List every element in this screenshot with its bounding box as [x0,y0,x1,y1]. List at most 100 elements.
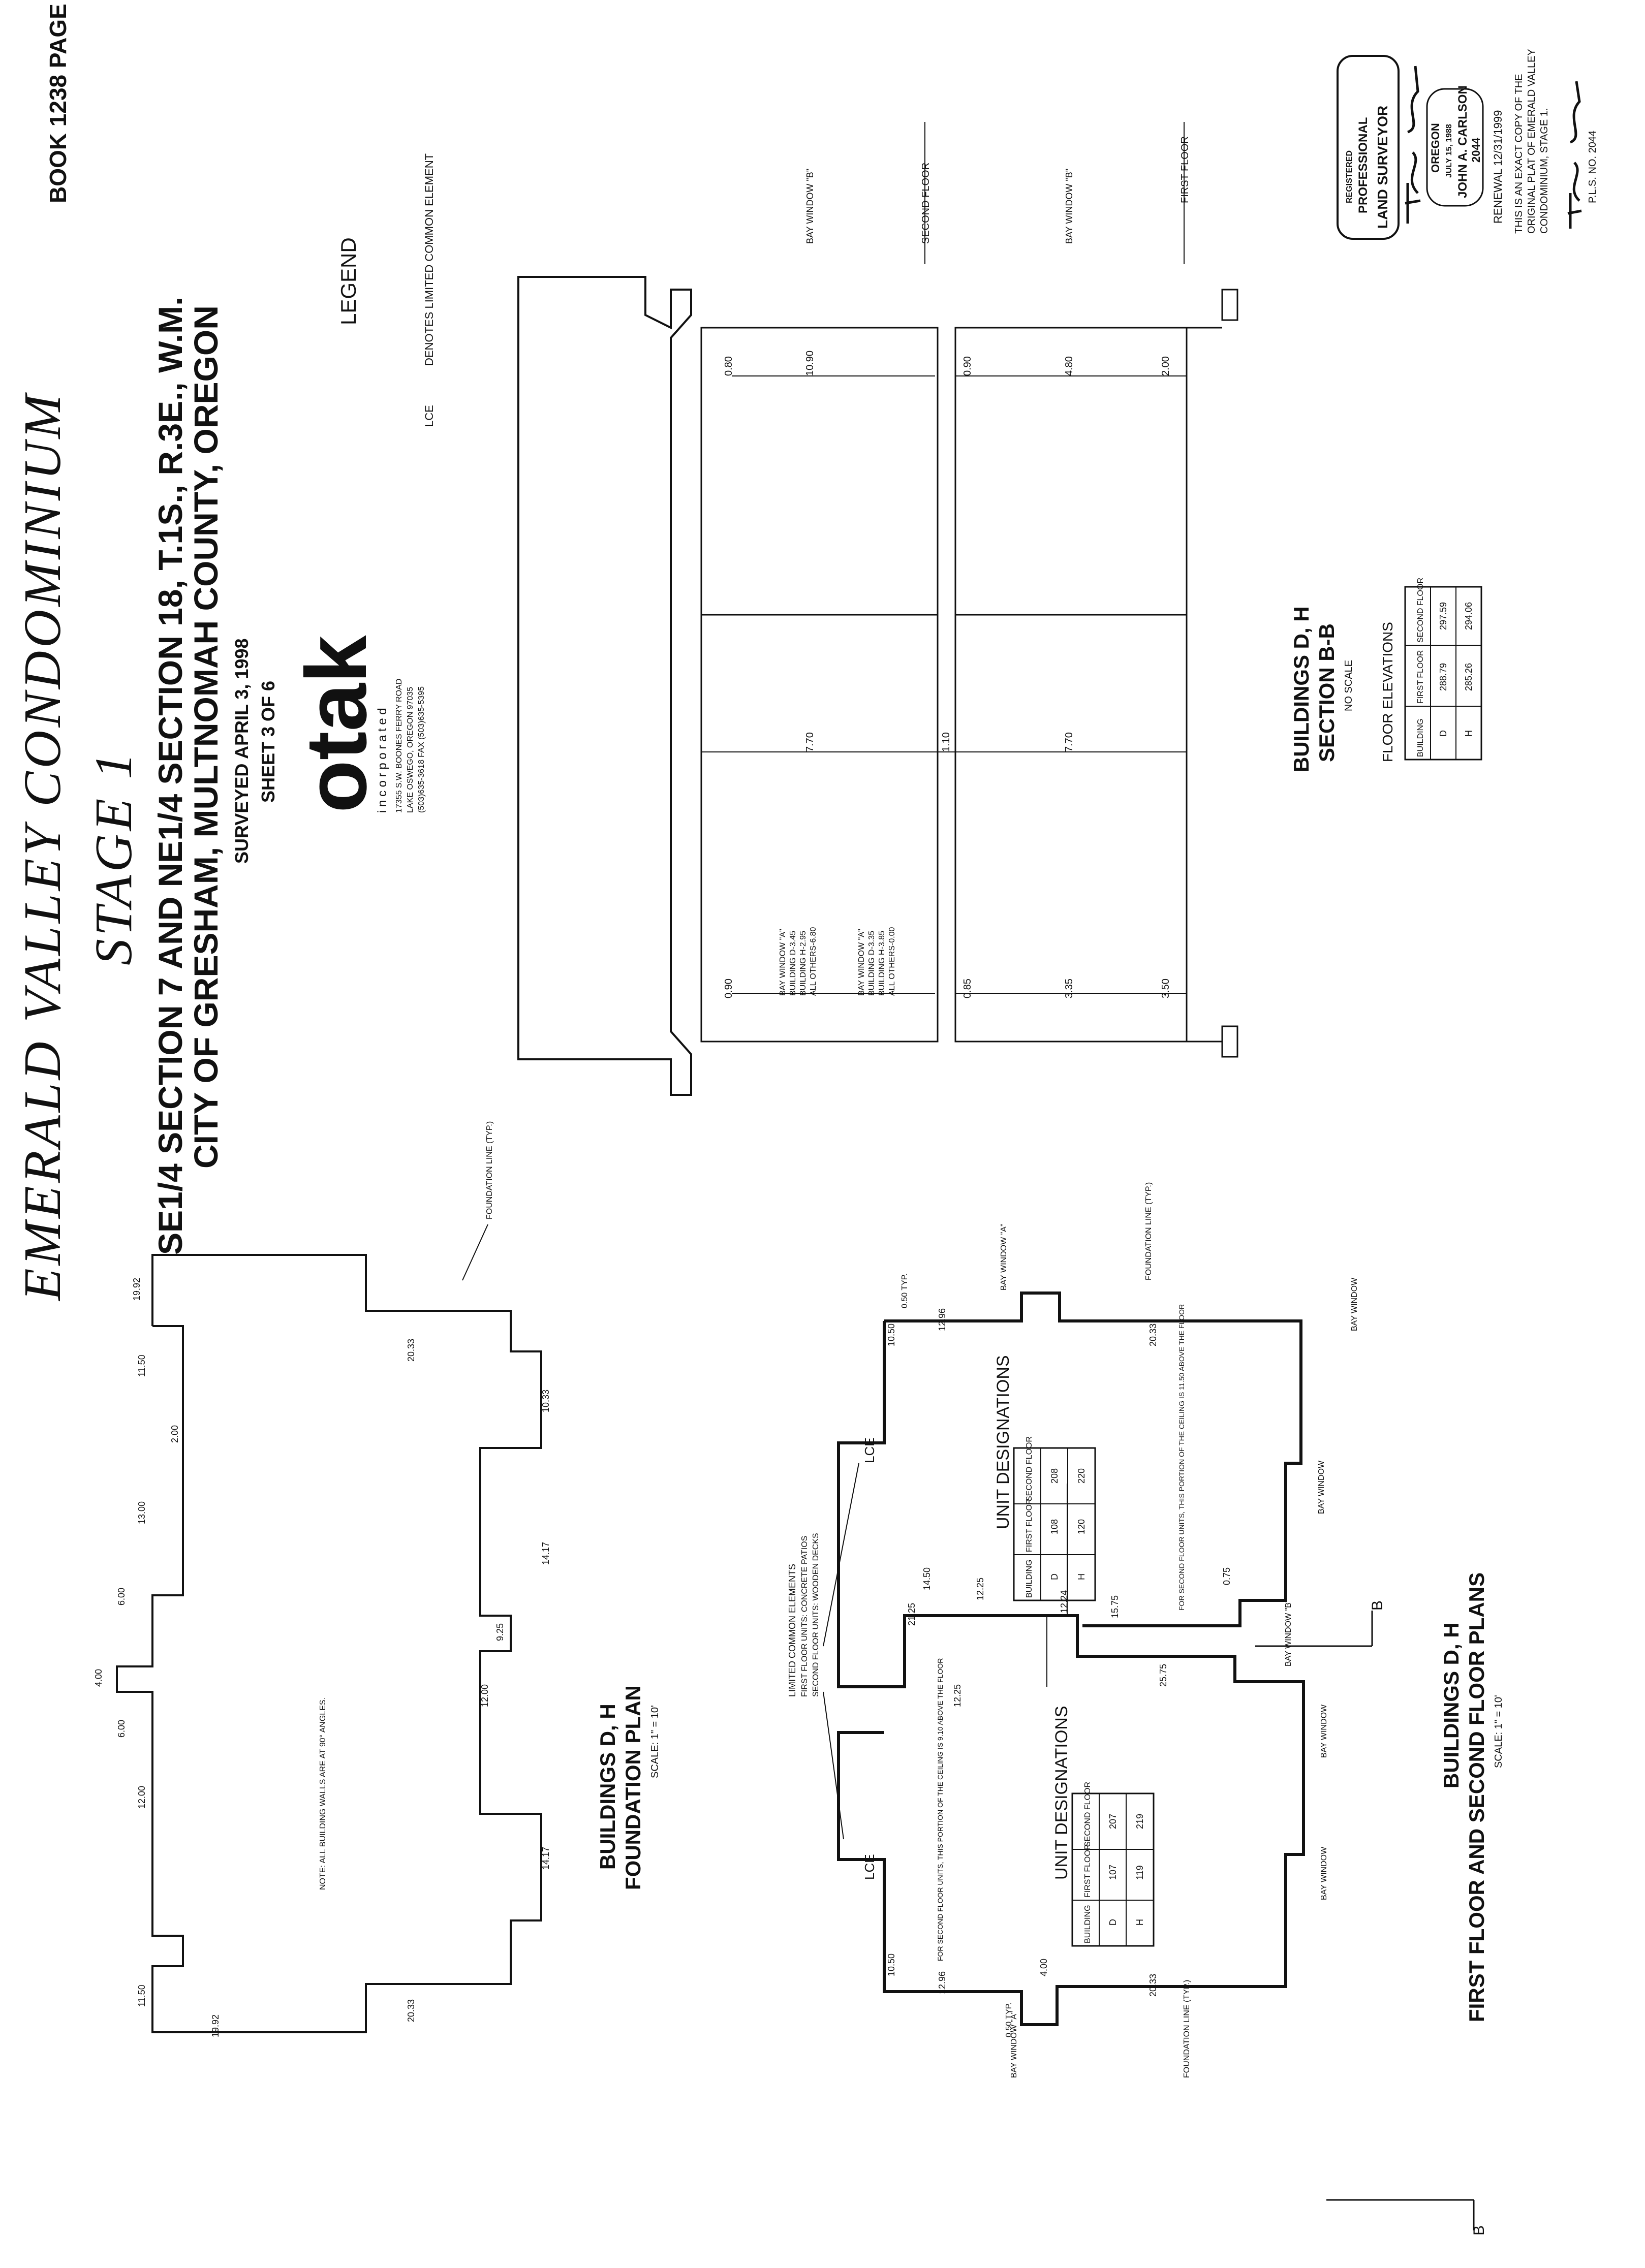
first-floor-label: FIRST FLOOR [1180,136,1191,203]
elev-cell: H [1464,730,1474,737]
foundation-dim: 6.00 [116,1720,127,1738]
unit-table-left: UNIT DESIGNATIONS BUILDING FIRST FLOOR S… [1052,1706,1155,1947]
floor-elevations: FLOOR ELEVATIONS BUILDING FIRST FLOOR SE… [1380,578,1482,762]
section-footing-top [1221,289,1238,321]
renewal-date: RENEWAL 12/31/1999 [1492,110,1504,224]
foundation-title: BUILDINGS D, H [596,1704,619,1870]
elev-cell: 297.59 [1438,602,1448,630]
foundation-dim: 10.33 [541,1390,551,1412]
floor-plan-outline-right [884,1292,1302,1627]
company-logo: otak [288,635,385,813]
foundation-dim: 19.92 [210,2014,221,2037]
section-dim: 3.50 [1160,979,1171,998]
stage-title: STAGE 1 [84,750,143,965]
bay-a-note: BAY WINDOW "A" [779,929,787,996]
section-cut-mark-left: B [1326,2199,1487,2235]
foundation-outline [116,1254,542,2033]
company-address-2: LAKE OSWEGO, OREGON 97035 [406,687,415,813]
copy-note-1: THIS IS AN EXACT COPY OF THE [1513,74,1525,234]
section-dim: 7.70 [804,732,816,752]
plan-dim: 12.25 [975,1578,985,1600]
stamp-inner-border [1426,88,1484,207]
copy-note-3: CONDOMINIUM, STAGE 1. [1539,108,1550,234]
elev-col-header: BUILDING [1416,718,1425,757]
unit-cell: H [1076,1573,1087,1580]
bay-window-a-label: BAY WINDOW "A" [1010,2011,1018,2078]
stamp-land-surveyor: LAND SURVEYOR [1375,106,1390,229]
bay-window-label: BAY WINDOW [1320,1704,1328,1758]
lce-leader [823,1691,844,1840]
section-title: BUILDINGS D, H [1289,606,1313,772]
bay-a-note: BUILDING D-3.35 [867,931,876,996]
floor-plan-outline [837,1321,1305,2026]
section-second-floor [700,327,939,1043]
unit-cell: 108 [1049,1519,1060,1534]
typ-dim: 0.50 TYP. [1005,2002,1013,2037]
foundation-dim: 19.92 [132,1278,142,1301]
unit-col: BUILDING [1025,1559,1034,1598]
foundation-dim: 6.00 [116,1588,127,1605]
foundation-note: NOTE: ALL BUILDING WALLS ARE AT 90° ANGL… [319,1697,327,1890]
unit-col: BUILDING [1083,1905,1092,1943]
plan-dim: 10.50 [886,1954,896,1976]
section-scale: NO SCALE [1343,660,1354,711]
plan-dim: 15.75 [1110,1595,1120,1618]
lce-note: FIRST FLOOR UNITS: CONCRETE PATIOS [800,1536,809,1697]
second-floor-label: SECOND FLOOR [920,163,932,244]
unit-table-right: UNIT DESIGNATIONS BUILDING FIRST FLOOR S… [994,1355,1096,1601]
ceiling-note-right: FOR SECOND FLOOR UNITS, THIS PORTION OF … [1177,1304,1186,1611]
legend-text: DENOTES LIMITED COMMON ELEMENT [423,153,436,366]
surveyor-stamp: REGISTERED PROFESSIONAL LAND SURVEYOR OR… [1337,49,1598,240]
unit-cell: H [1135,1919,1145,1926]
location-line-2: CITY OF GRESHAM, MULTNOMAH COUNTY, OREGO… [187,305,225,1169]
section-first-floor [954,327,1188,1043]
lce-note: LIMITED COMMON ELEMENTS [787,1564,797,1697]
foundation-dim: 11.50 [137,1984,147,2007]
section-dim: 7.70 [1064,732,1075,752]
section-dim: 4.80 [1064,356,1075,376]
unit-cell: 119 [1135,1865,1145,1880]
floor-plans-title: BUILDINGS D, H [1439,1622,1463,1788]
unit-table-heading: UNIT DESIGNATIONS [1052,1706,1071,1880]
bay-window-b-label-1: BAY WINDOW "B" [805,169,815,244]
floor-plans-scale: SCALE: 1" = 10' [1493,1695,1504,1768]
bay-a-note: BUILDING D-3.45 [789,931,797,996]
bay-a-note: BUILDING H-2.95 [799,931,808,996]
ceiling-note-left: FOR SECOND FLOOR UNITS, THIS PORTION OF … [936,1658,944,1961]
copy-note-2: ORIGINAL PLAT OF EMERALD VALLEY [1526,49,1537,234]
elev-cell: 288.79 [1438,663,1448,691]
bay-window-label: BAY WINDOW [1317,1460,1326,1514]
stamp-outer-border [1337,55,1400,240]
unit-cell: D [1108,1919,1118,1926]
lce-label-left: LCE [862,1854,877,1880]
section-dim: 1.10 [941,732,952,752]
plan-dim: 14.50 [922,1567,932,1590]
elev-col-header: FIRST FLOOR [1416,650,1425,704]
title-block: EMERALD VALLEY CONDOMINIUM STAGE 1 SE1/4… [13,0,278,1302]
bay-window-label: BAY WINDOW [1320,1846,1328,1900]
copy-signature [1567,81,1582,229]
legend: LEGEND LCE DENOTES LIMITED COMMON ELEMEN… [336,153,436,427]
company-tagline: i n c o r p o r a t e d [376,708,389,813]
stamp-registered: REGISTERED [1345,150,1354,203]
bay-window-b-label-2: BAY WINDOW "B" [1064,169,1074,244]
unit-cell: 219 [1135,1814,1145,1829]
elevations-heading: FLOOR ELEVATIONS [1380,622,1395,762]
foundation-line-label: FOUNDATION LINE (TYP.) [1144,1182,1153,1280]
foundation-dim: 9.25 [495,1623,505,1641]
lce-note: SECOND FLOOR UNITS: WOODEN DECKS [812,1533,820,1697]
elevations-table [1404,586,1482,761]
unit-col: SECOND FLOOR [1083,1782,1092,1847]
unit-cell: 208 [1049,1468,1060,1484]
foundation-dim: 13.00 [137,1501,147,1524]
bay-window-b-label: BAY WINDOW "B" [1284,1599,1293,1666]
book-page: BOOK 1238 PAGE 14 [45,0,71,203]
section-dim: 0.80 [723,356,734,376]
unit-col: SECOND FLOOR [1025,1436,1034,1501]
plan-dim: 21.25 [907,1603,917,1626]
section-mark-letter: B [1471,2225,1487,2235]
foundation-dim: 14.17 [541,1542,551,1565]
foundation-line-label: FOUNDATION LINE (TYP.) [1183,1980,1191,2078]
company-address-3: (503)635-3618 FAX (503)635-5395 [417,686,426,813]
elev-col-header: SECOND FLOOR [1416,578,1425,643]
